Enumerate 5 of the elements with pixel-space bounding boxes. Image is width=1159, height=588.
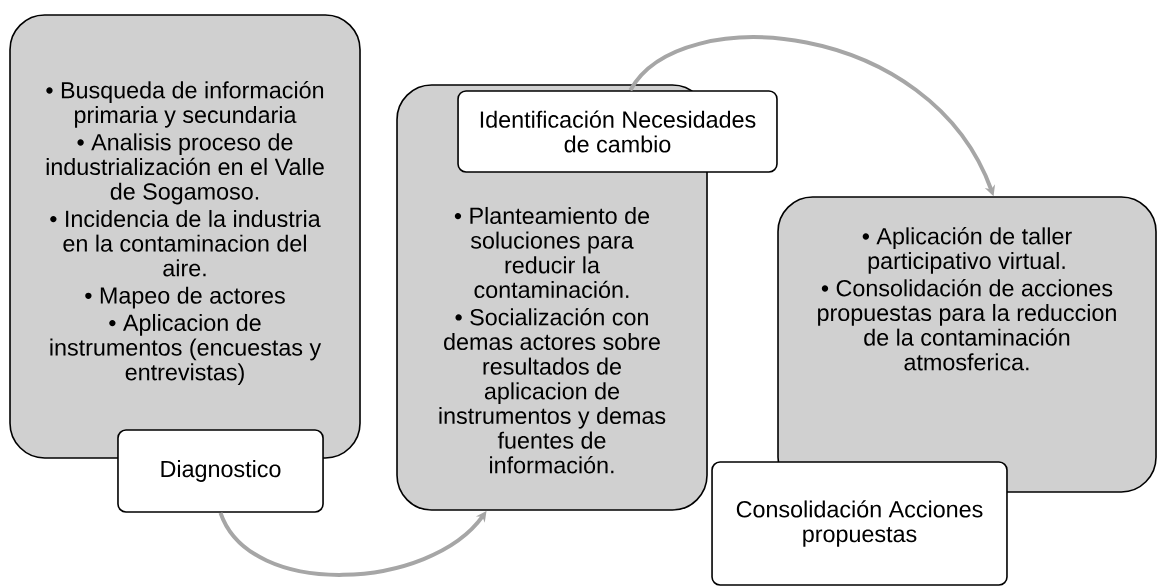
stage-label-box: Consolidación Acciones propuestas (711, 461, 1008, 586)
stage-label-box: Identificación Necesidades de cambio (457, 90, 778, 173)
process-box: • Aplicación de taller participativo virtual. • Consolidación de acciones propuestas para la reduccion de la contaminación atmosferica. (777, 196, 1157, 493)
process-box: • Busqueda de información primaria y secundaria • Analisis proceso de industrialización en el Valle de Sogamoso. • Incidencia de la industria en la contaminacion del aire. • Mapeo de actores • Aplicacion de instrumentos (encuestas y entrevistas) (9, 14, 361, 459)
stage-label-box: Diagnostico (117, 429, 324, 513)
